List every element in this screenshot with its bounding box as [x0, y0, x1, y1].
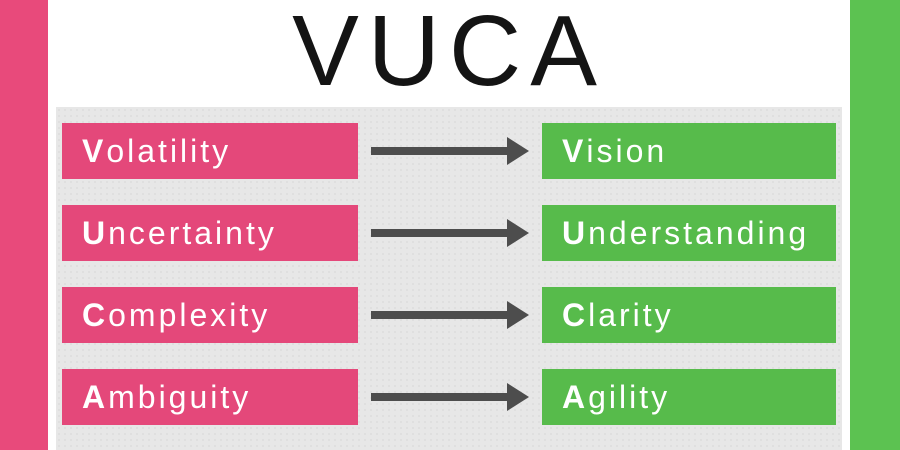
arrow-head — [507, 219, 529, 247]
arrow-shaft — [371, 147, 507, 155]
right-green-border — [850, 0, 900, 450]
term-rest: ncertainty — [108, 214, 277, 251]
arrow-head — [507, 137, 529, 165]
term-initial: C — [562, 296, 589, 333]
term-rest: ision — [586, 132, 668, 169]
arrow-cell — [358, 301, 542, 329]
term-rest: gility — [588, 378, 671, 415]
header: VUCA — [48, 0, 850, 107]
term-rest: larity — [588, 296, 674, 333]
right-arrow-icon — [371, 383, 529, 411]
term-initial: A — [562, 378, 589, 415]
term-initial: A — [82, 378, 109, 415]
term-rest: omplexity — [108, 296, 271, 333]
arrow-cell — [358, 137, 542, 165]
term-initial: C — [82, 296, 109, 333]
right-arrow-icon — [371, 301, 529, 329]
arrow-shaft — [371, 311, 507, 319]
term-initial: V — [82, 132, 107, 169]
arrow-head — [507, 301, 529, 329]
arrow-shaft — [371, 229, 507, 237]
term-initial: U — [82, 214, 109, 251]
left-pink-border — [0, 0, 48, 450]
right-arrow-icon — [371, 219, 529, 247]
arrow-shaft — [371, 393, 507, 401]
right-arrow-icon — [371, 137, 529, 165]
term-rest: nderstanding — [588, 214, 810, 251]
arrow-cell — [358, 383, 542, 411]
term-initial: V — [562, 132, 587, 169]
page-title: VUCA — [292, 0, 606, 107]
term-rest: mbiguity — [108, 378, 252, 415]
term-initial: U — [562, 214, 589, 251]
arrow-cell — [358, 219, 542, 247]
term-rest: olatility — [106, 132, 232, 169]
arrow-head — [507, 383, 529, 411]
